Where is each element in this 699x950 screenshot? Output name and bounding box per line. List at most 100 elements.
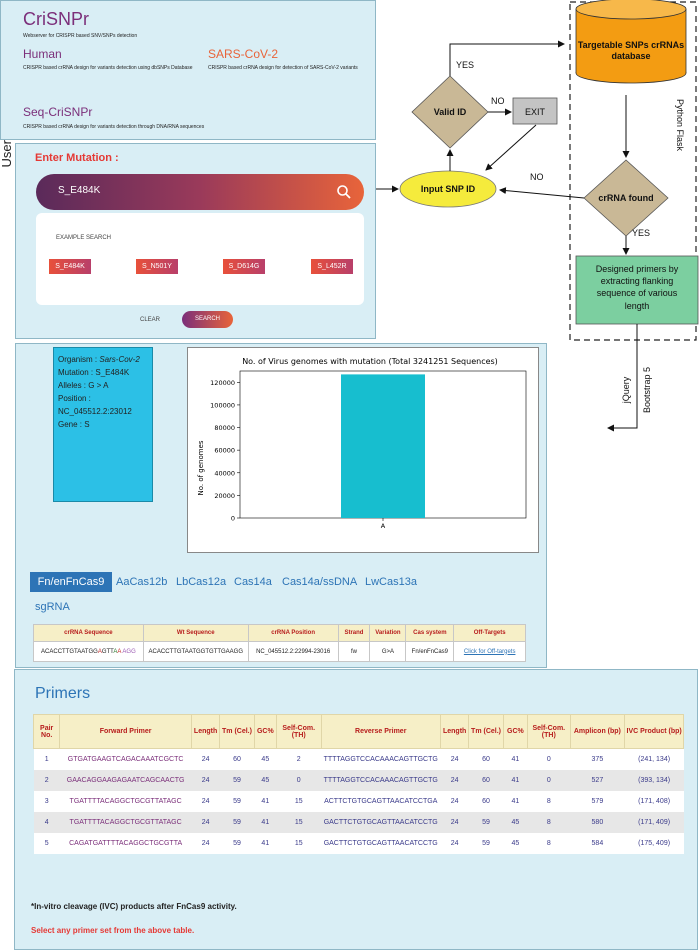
primer-cell: 15: [276, 790, 321, 812]
input-snp-ellipse: [399, 170, 497, 208]
bar-chart: No. of Virus genomes with mutation (Tota…: [197, 357, 527, 530]
tab-active-label: Fn/enFnCas9: [37, 576, 105, 588]
col-strand: Strand: [337, 624, 371, 642]
primer-col-header: Self-Com. (TH): [527, 714, 571, 749]
tab-cas14a-ssdna[interactable]: Cas14a/ssDNA: [282, 576, 358, 588]
primer-cell: (171, 408): [624, 790, 684, 812]
gene-line: Gene : S: [58, 420, 90, 429]
arrow-to-results: [607, 325, 638, 432]
primer-cell: 8: [527, 832, 571, 854]
tab-lwcas13a[interactable]: LwCas13a: [365, 576, 417, 588]
example-chip[interactable]: S_D614G: [223, 259, 265, 274]
primer-cell: 41: [503, 769, 528, 791]
col-off-targets: Off-Targets: [453, 624, 526, 642]
search-panel: Enter Mutation : S_E484K EXAMPLE SEARCH …: [15, 143, 376, 339]
primer-cell: 5: [33, 832, 60, 854]
primer-col-header: Length: [190, 714, 221, 749]
primer-col-header: Self-Com. (TH): [275, 714, 322, 749]
seq-title[interactable]: Seq-CriSNPr: [23, 105, 93, 119]
primer-cell: 584: [570, 832, 625, 854]
example-label: EXAMPLE SEARCH: [56, 235, 112, 241]
tab-lbcas12a[interactable]: LbCas12a: [176, 576, 227, 588]
yes-label-2: YES: [632, 228, 650, 238]
primer-cell: 41: [254, 811, 277, 833]
example-panel: EXAMPLE SEARCH S_E484K S_N501Y S_D614G S…: [36, 213, 364, 305]
search-button[interactable]: SEARCH: [182, 311, 233, 328]
database-icon: [575, 0, 687, 84]
seq-pam: AGG: [122, 648, 136, 655]
primer-cell: 2: [276, 748, 321, 770]
clear-button[interactable]: CLEAR: [140, 317, 161, 323]
primers-title: Primers: [35, 685, 91, 702]
tab-aacas12b[interactable]: AaCas12b: [116, 576, 168, 588]
db-label-line1: Targetable SNPs crRNAs: [578, 40, 684, 50]
sars-title[interactable]: SARS-CoV-2: [208, 47, 279, 61]
crrna-header-row: crRNA Sequence Wt Sequence crRNA Positio…: [33, 624, 526, 642]
primer-cell: GAACAGGAAGAGAATCAGCAACTG: [59, 769, 192, 791]
wt-sequence: ACACCTTGTAATGGTGTTGAAGG: [142, 641, 249, 662]
tab-cas14a[interactable]: Cas14a: [234, 576, 272, 588]
col-cas-system: Cas system: [405, 624, 455, 642]
primer-col-header: Length: [439, 714, 470, 749]
organism-line: Organism : Sars-Cov-2: [58, 353, 148, 366]
tab-fnencas9[interactable]: Fn/enFnCas9: [30, 572, 112, 592]
seq-part: ACACCTTGTAATGG: [41, 648, 98, 655]
primer-cell: 15: [276, 832, 321, 854]
example-chip[interactable]: S_L452R: [311, 259, 353, 274]
sars-subtitle: CRISPR based crRNA design for detection …: [208, 65, 358, 71]
header-panel: CriSNPr Webserver for CRISPR based SNV/S…: [0, 0, 376, 140]
primer-cell: 60: [468, 769, 504, 791]
brand-subtitle: Webserver for CRISPR based SNV/SNPs dete…: [23, 33, 138, 39]
off-targets-link[interactable]: Click for Off-targets: [453, 641, 526, 662]
primer-cell: 45: [503, 832, 528, 854]
primer-cell: 0: [527, 769, 571, 791]
primer-cell: 375: [570, 748, 625, 770]
primer-cell: 24: [191, 748, 220, 770]
primer-col-header: Tm (Cel.): [219, 714, 255, 749]
valid-id-label: Valid ID: [434, 107, 467, 117]
jquery-label: jQuery: [621, 376, 631, 404]
search-input[interactable]: S_E484K: [36, 174, 364, 210]
primer-cell: TTTTAGGTCCACAAACAGTTGCTG: [321, 748, 441, 770]
ivc-note: *In-vitro cleavage (IVC) products after …: [31, 902, 237, 911]
crrna-table: crRNA Sequence Wt Sequence crRNA Positio…: [33, 624, 526, 662]
primer-col-header: Forward Primer: [59, 714, 192, 749]
seq-mismatch: A: [117, 648, 122, 655]
primer-cell: 41: [254, 832, 277, 854]
example-chip[interactable]: S_E484K: [49, 259, 91, 274]
primer-cell: 59: [219, 790, 255, 812]
primer-cell: 24: [191, 811, 220, 833]
seq-part: GTT: [101, 648, 114, 655]
primer-cell: TGATTTTACAGGCTGCGTTATAGC: [59, 790, 192, 812]
tab-sgrna[interactable]: sgRNA: [35, 601, 70, 613]
search-value: S_E484K: [58, 185, 101, 196]
primer-cell: 45: [254, 748, 277, 770]
primer-cell: 24: [440, 748, 469, 770]
designed-line1: Designed primers by: [596, 264, 679, 274]
search-heading: Enter Mutation :: [35, 152, 119, 164]
primer-cell: 2: [33, 769, 60, 791]
primer-cell: ACTTCTGTGCAGTTAACATCCTGA: [321, 790, 441, 812]
primer-cell: 24: [440, 769, 469, 791]
human-title[interactable]: Human: [23, 47, 62, 61]
primer-cell: (175, 409): [624, 832, 684, 854]
designed-line2: extracting flanking: [601, 276, 674, 286]
primer-col-header: Pair No.: [32, 714, 61, 749]
primer-cell: 527: [570, 769, 625, 791]
primer-cell: 0: [527, 748, 571, 770]
strand: fw: [337, 641, 371, 662]
brand-title[interactable]: CriSNPr: [23, 9, 89, 29]
example-chip[interactable]: S_N501Y: [136, 259, 178, 274]
no-label-1: NO: [491, 96, 505, 106]
cas-system: Fn/enFnCas9: [405, 641, 455, 662]
primer-cell: CAGATGATTTTACAGGCTGCGTTA: [59, 832, 192, 854]
search-icon[interactable]: [336, 184, 352, 200]
